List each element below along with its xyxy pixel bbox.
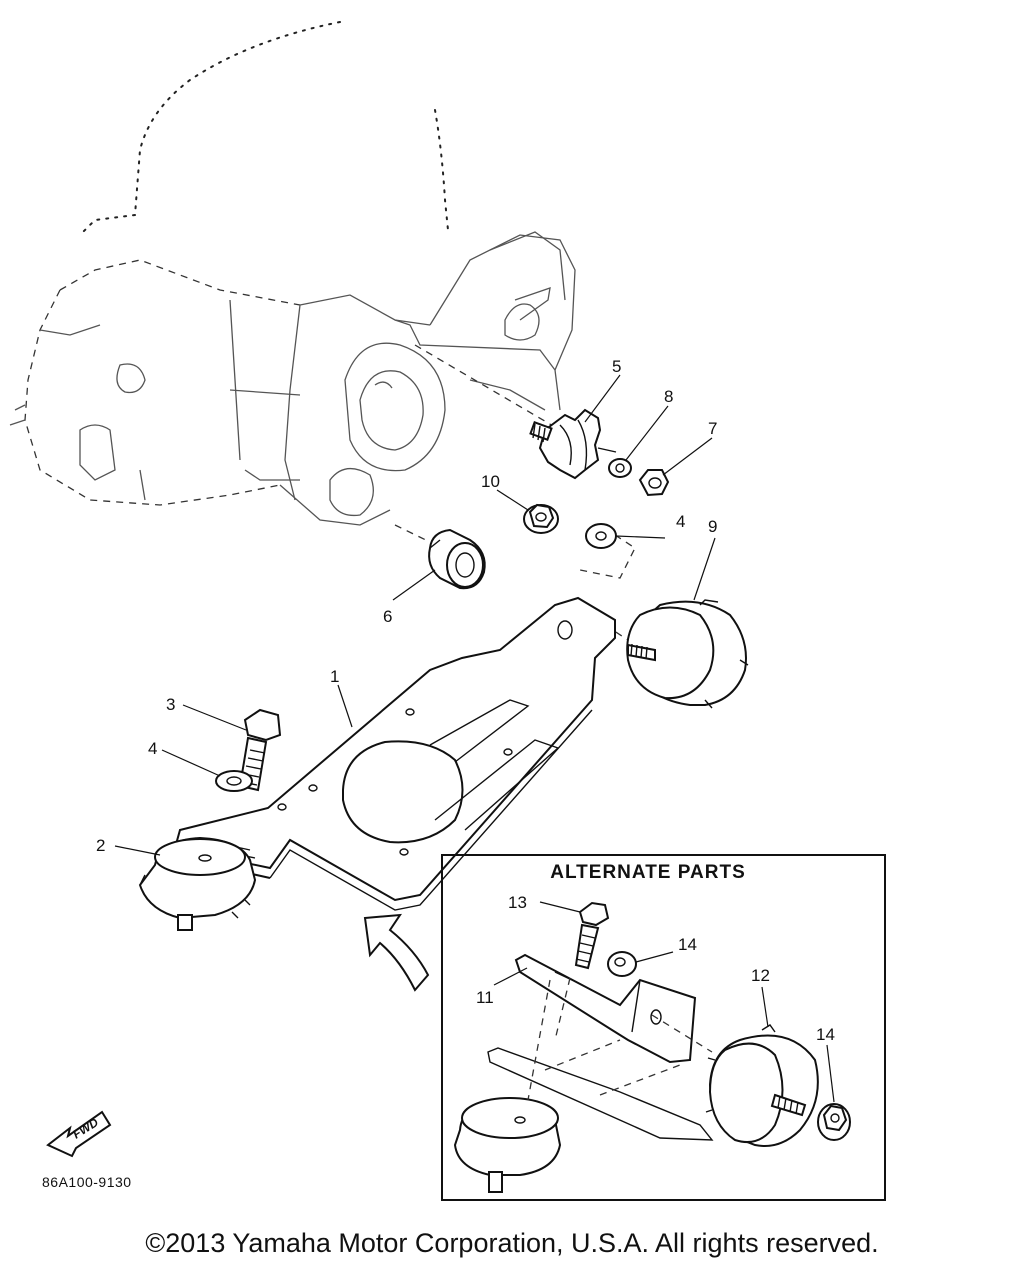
bracket-plate-alternate bbox=[487, 1039, 714, 1141]
callout-14-upper: 14 bbox=[678, 935, 697, 954]
inset-title: ALTERNATE PARTS bbox=[550, 862, 746, 883]
callout-9: 9 bbox=[708, 517, 717, 536]
callout-numbers: 1 2 3 4 4 5 6 7 8 9 10 11 12 13 14 14 bbox=[96, 357, 835, 1044]
part-5-damper-stud bbox=[529, 408, 617, 480]
diagram-code: 86A100-9130 bbox=[42, 1174, 132, 1190]
callout-1: 1 bbox=[330, 667, 339, 686]
callout-8: 8 bbox=[664, 387, 673, 406]
lower-mount-alternate bbox=[453, 1097, 562, 1193]
callout-5: 5 bbox=[612, 357, 621, 376]
part-7-nut bbox=[638, 469, 670, 497]
part-2-lower-mount bbox=[138, 836, 257, 931]
part-4-washer-lower bbox=[215, 770, 253, 792]
callout-13: 13 bbox=[508, 893, 527, 912]
callout-3: 3 bbox=[166, 695, 175, 714]
assembly-direction-arrow bbox=[363, 913, 430, 992]
part-4-washer-upper bbox=[585, 523, 617, 549]
callout-4-lower: 4 bbox=[148, 739, 157, 758]
fwd-arrow-icon: FWD bbox=[46, 1110, 112, 1158]
callout-11: 11 bbox=[476, 988, 494, 1007]
part-14-flange-nut-lower bbox=[817, 1103, 851, 1141]
callout-14-lower: 14 bbox=[816, 1025, 835, 1044]
callout-7: 7 bbox=[708, 419, 717, 438]
part-14-flange-nut-upper bbox=[607, 951, 637, 977]
parts-diagram: FWD ALTERNATE PARTS bbox=[9, 21, 886, 1201]
callout-6: 6 bbox=[383, 607, 392, 626]
leader-lines bbox=[114, 374, 835, 1103]
engine-outline bbox=[9, 21, 576, 526]
callout-10: 10 bbox=[481, 472, 500, 491]
part-9-engine-mount bbox=[626, 599, 749, 709]
copyright-notice: ©2013 Yamaha Motor Corporation, U.S.A. A… bbox=[145, 1228, 879, 1258]
part-11-bracket bbox=[514, 953, 697, 1064]
part-6-bushing bbox=[428, 528, 486, 590]
part-8-washer bbox=[608, 458, 632, 478]
callout-4-upper: 4 bbox=[676, 512, 685, 531]
callout-2: 2 bbox=[96, 836, 105, 855]
part-1-bracket-plate bbox=[173, 596, 616, 911]
part-12-engine-mount bbox=[705, 1024, 819, 1147]
part-10-flange-nut bbox=[523, 503, 559, 534]
callout-12: 12 bbox=[751, 966, 770, 985]
alternate-parts-inset: ALTERNATE PARTS bbox=[441, 854, 886, 1201]
part-13-flange-bolt bbox=[574, 901, 610, 970]
assembly-lines bbox=[394, 344, 636, 641]
